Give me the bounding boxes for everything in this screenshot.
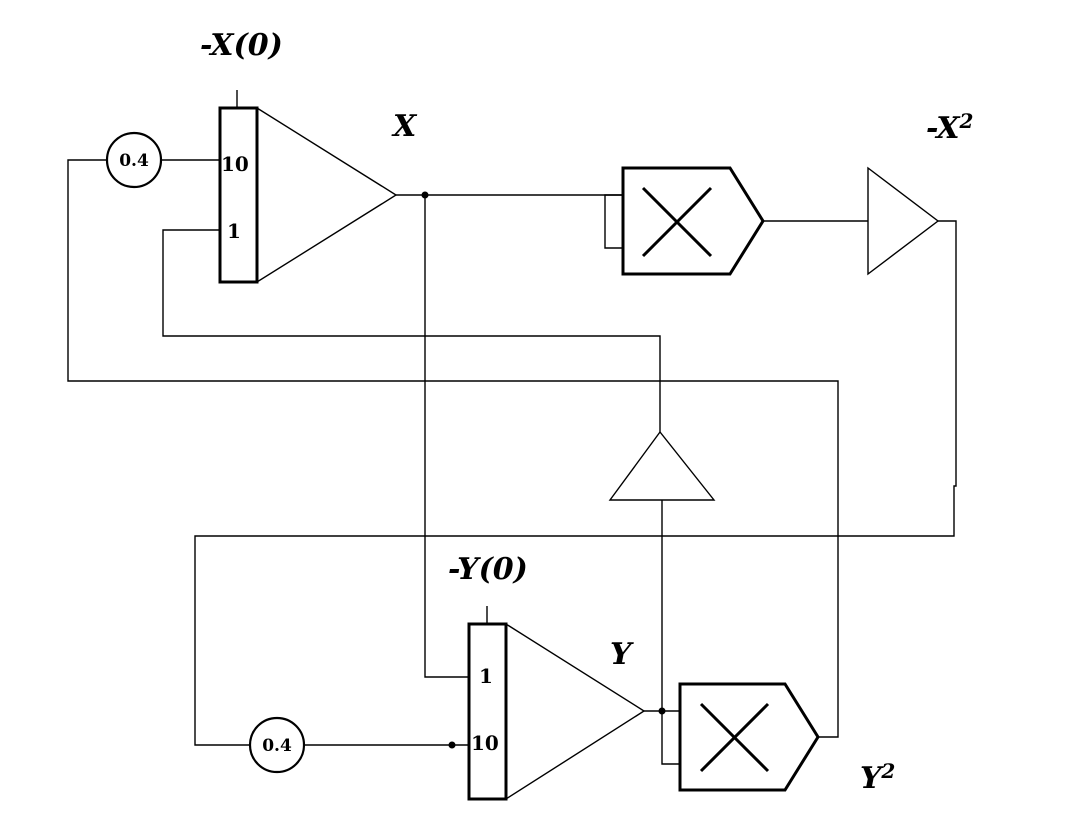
integrator-x-input-block: [218, 106, 259, 284]
integrator-y: 1 10: [467, 606, 646, 801]
x-output-label: X: [391, 109, 418, 144]
wire-neg-x-squared-feedback: [194, 220, 957, 746]
wire-multiplier-x-inputs: [604, 194, 623, 249]
integrator-y-triangle: [505, 622, 646, 801]
y-squared-label: Y2: [860, 759, 895, 796]
junction-x-output: [421, 191, 429, 199]
wire-multiplier-y-lower-input: [661, 711, 680, 765]
integrator-x-gain-top: 10: [221, 152, 249, 176]
junction-y-input: [448, 741, 456, 749]
multiplier-x: [621, 166, 765, 276]
junction-y-output: [658, 707, 666, 715]
coefficient-y-value: 0.4: [262, 736, 292, 756]
multiplier-x-body: [621, 166, 765, 276]
coefficient-x: 0.4: [105, 131, 163, 189]
wire-middle-inverter-to-integrator-x: [162, 229, 661, 432]
multiplier-y: [678, 682, 820, 792]
y-output-label: Y: [610, 637, 634, 672]
integrator-x-triangle: [256, 106, 398, 284]
coefficient-x-value: 0.4: [119, 151, 149, 171]
multiplier-y-body: [678, 682, 820, 792]
multiplier-y-cross-b: [699, 702, 770, 773]
coefficient-y: 0.4: [248, 716, 306, 774]
multiplier-x-cross-b: [641, 186, 713, 258]
integrator-y-gain-top: 1: [479, 664, 493, 688]
neg-x-squared-label: -X2: [926, 109, 974, 146]
integrator-x-gain-bottom: 1: [227, 219, 241, 243]
inverter-neg-x-squared: [867, 166, 940, 276]
integrator-y-gain-bottom: 10: [471, 731, 499, 755]
integrator-y-input-block: [467, 622, 508, 801]
inverter-middle: [608, 430, 716, 501]
wire-x-to-integrator-y: [424, 195, 469, 678]
wire-y-squared-feedback: [67, 159, 839, 738]
y-initial-condition-label: -Y(0): [448, 552, 528, 587]
x-initial-condition-label: -X(0): [200, 28, 283, 63]
wiring: [67, 159, 957, 765]
integrator-x: 10 1: [218, 90, 398, 284]
